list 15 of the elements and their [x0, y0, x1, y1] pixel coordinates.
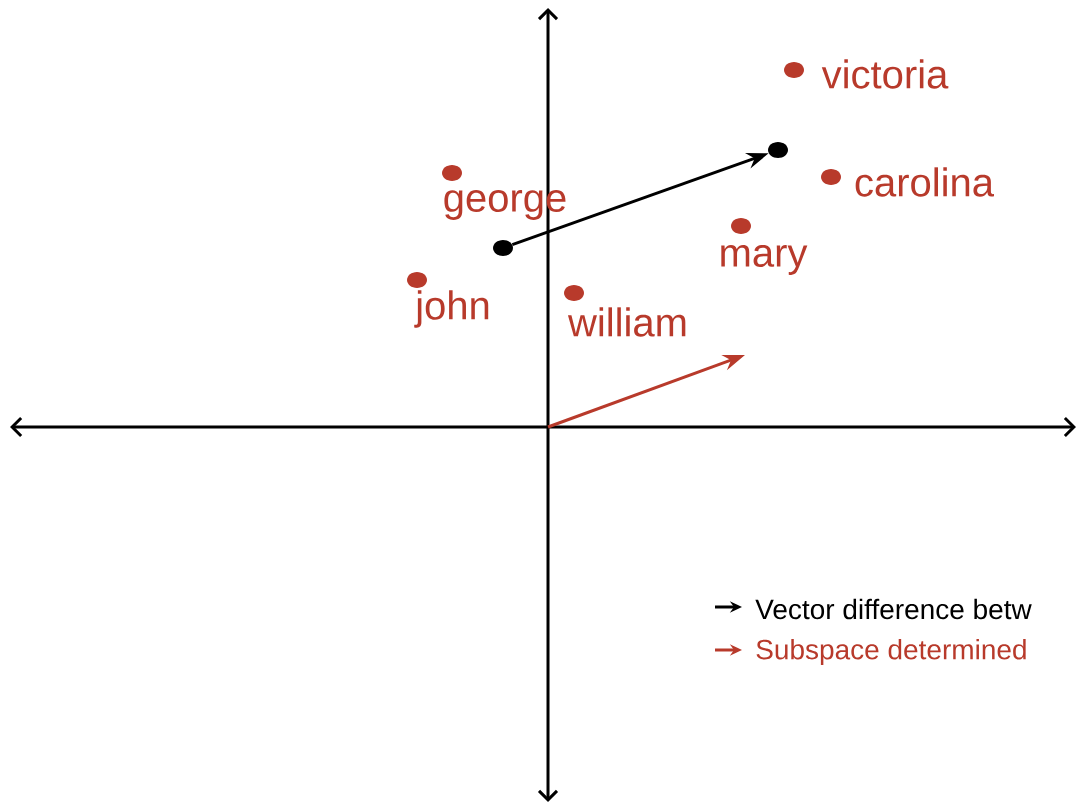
dot — [442, 165, 462, 181]
legend-text: Subspace determined — [756, 638, 1026, 666]
dot — [731, 218, 751, 234]
dot — [564, 285, 584, 301]
dot — [768, 142, 788, 158]
name-label: mary — [721, 245, 808, 275]
dot — [784, 62, 804, 78]
name-label: victoria — [821, 59, 949, 89]
dot — [821, 169, 841, 185]
name-label: john — [414, 290, 489, 328]
name-label: carolina — [855, 167, 994, 197]
dot — [493, 240, 513, 256]
dot — [407, 272, 427, 288]
name-label: william — [567, 307, 686, 337]
legend-text: Vector difference betw — [755, 598, 1032, 620]
